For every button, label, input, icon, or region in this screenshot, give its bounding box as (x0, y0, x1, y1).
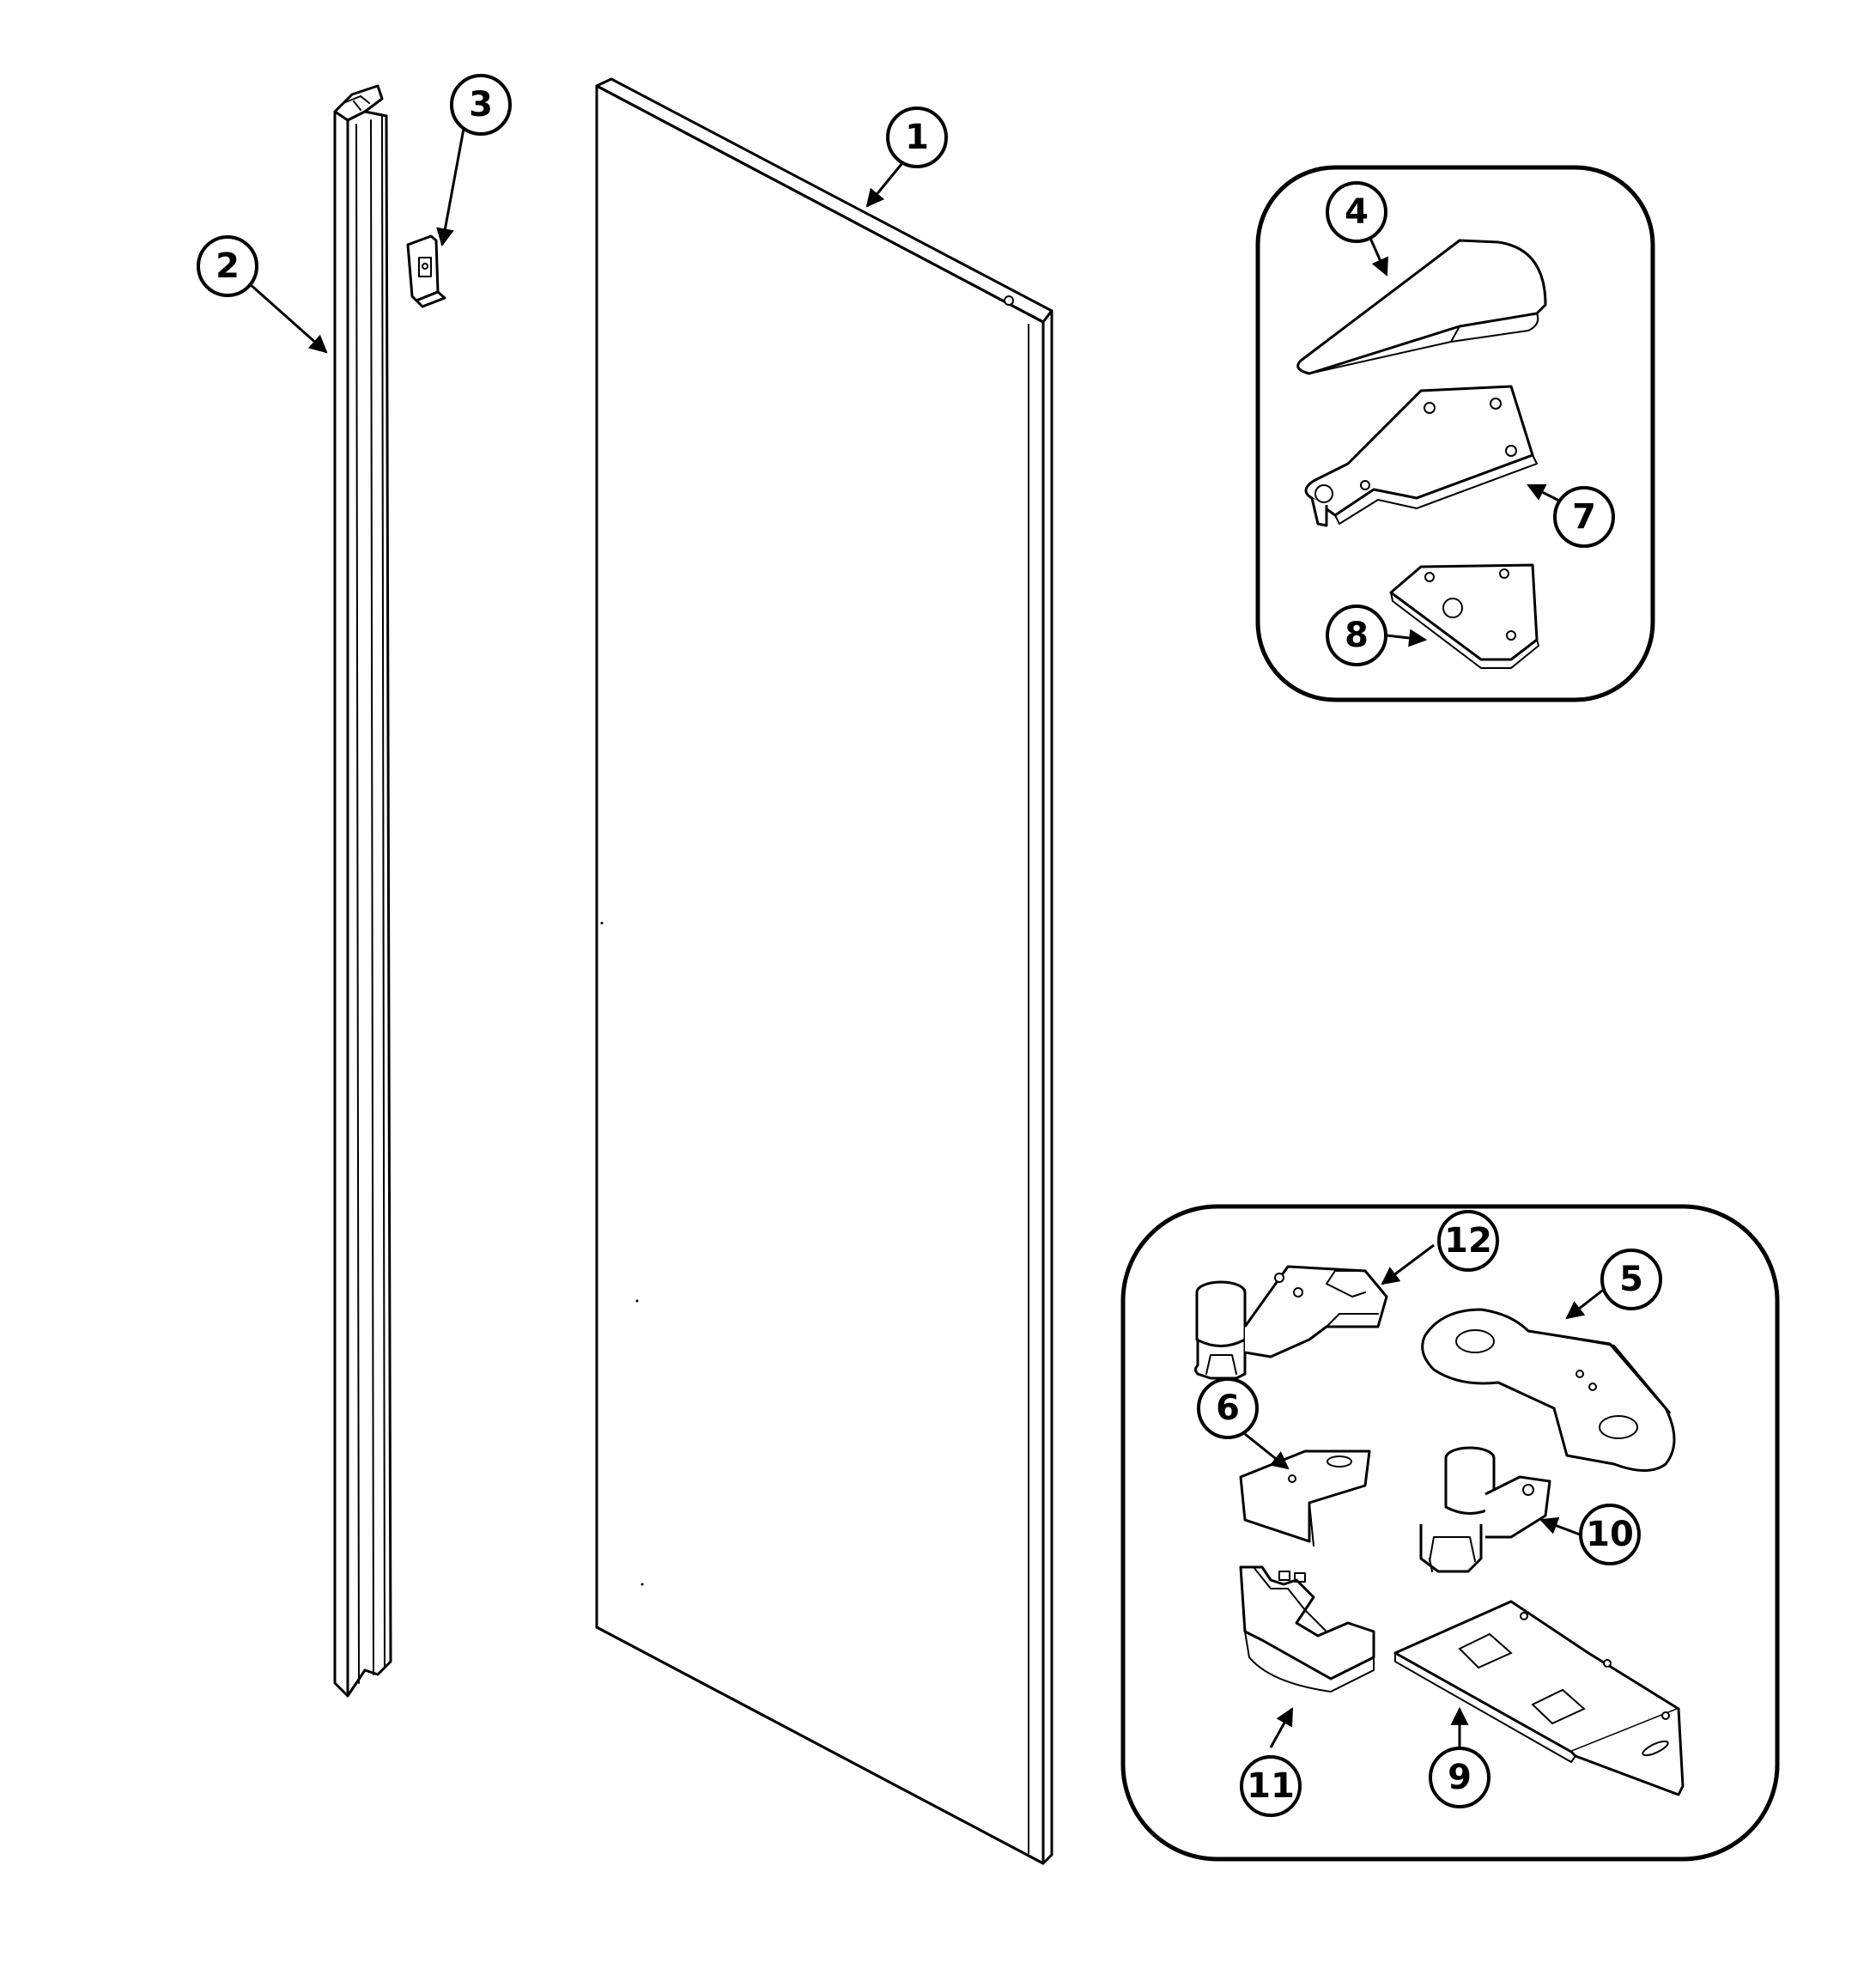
callout-1: 1 (886, 106, 948, 168)
callout-2: 2 (197, 235, 258, 297)
clip (406, 234, 446, 308)
svg-text:9: 9 (1448, 1758, 1472, 1797)
callout-9: 9 (1429, 1747, 1490, 1808)
hinge-bracket (1421, 1308, 1676, 1472)
svg-text:3: 3 (469, 85, 493, 125)
shim-plate (1389, 563, 1539, 669)
callout-3: 3 (450, 74, 512, 136)
hinge-pin-lower (1419, 1446, 1551, 1573)
callout-6: 6 (1197, 1377, 1259, 1439)
gasket-strip (333, 84, 392, 1698)
callout-7: 7 (1553, 486, 1615, 548)
svg-text:11: 11 (1247, 1766, 1295, 1806)
callout-4: 4 (1326, 181, 1387, 243)
svg-text:5: 5 (1619, 1260, 1643, 1299)
hinge-cover (1296, 239, 1547, 375)
svg-text:7: 7 (1572, 497, 1596, 537)
svg-text:8: 8 (1345, 616, 1369, 655)
small-bracket (1239, 1449, 1371, 1547)
hinge-pin-upper (1194, 1265, 1388, 1380)
callout-10: 10 (1579, 1504, 1641, 1565)
svg-text:10: 10 (1586, 1515, 1634, 1554)
door-panel (595, 77, 1053, 1865)
svg-text:1: 1 (905, 118, 929, 157)
callout-11: 11 (1240, 1755, 1302, 1817)
callout-8: 8 (1326, 605, 1387, 666)
svg-text:2: 2 (216, 246, 240, 286)
mounting-bracket (1393, 1600, 1685, 1796)
callout-12: 12 (1437, 1210, 1499, 1272)
hinge-cover-lower (1239, 1565, 1375, 1692)
leader-lines (248, 128, 1606, 1748)
svg-text:12: 12 (1444, 1221, 1492, 1261)
callout-5: 5 (1600, 1249, 1662, 1310)
svg-text:4: 4 (1345, 192, 1369, 232)
hinge-plate-top (1304, 385, 1538, 527)
svg-text:6: 6 (1216, 1389, 1240, 1428)
